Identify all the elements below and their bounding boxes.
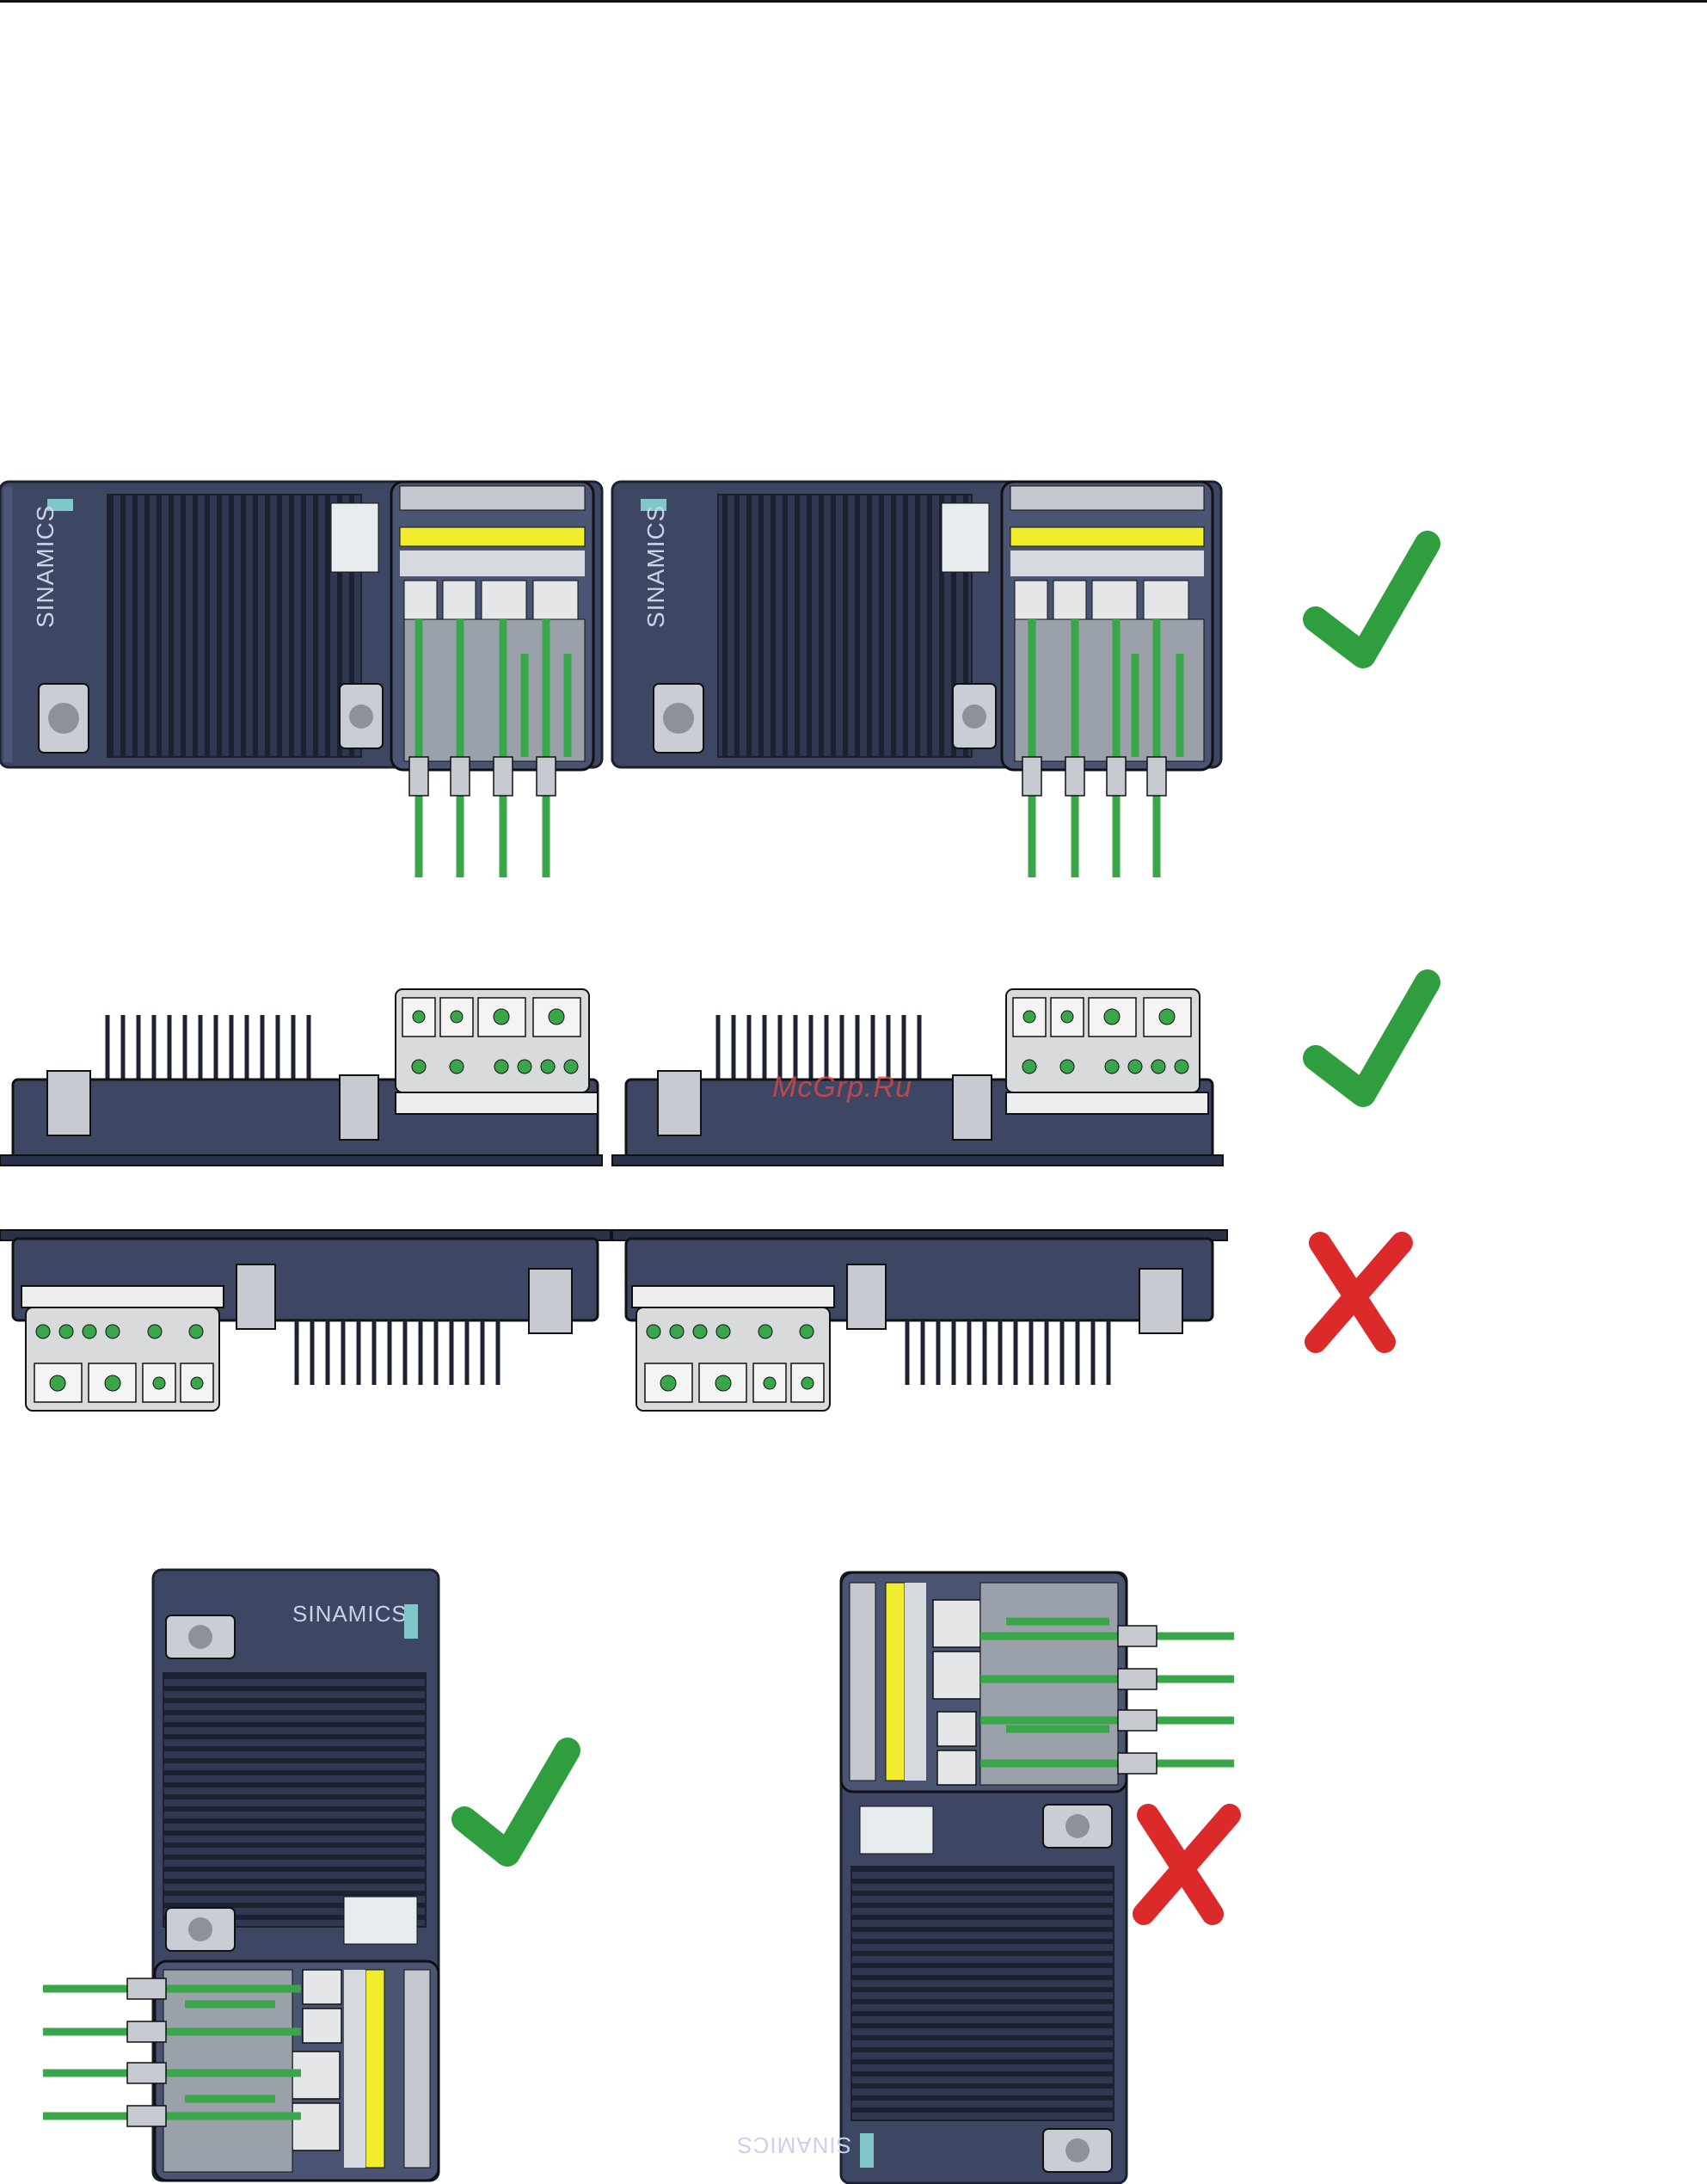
watermark: McGrp.Ru — [772, 1071, 912, 1104]
check-mark-icon — [1316, 544, 1428, 655]
drive-unit-side-down-b — [612, 1230, 1227, 1411]
check-mark-icon — [464, 1750, 568, 1854]
brand-label: SINAMICS — [736, 2132, 851, 2158]
check-mark-icon — [1316, 982, 1428, 1094]
figure-vertical-bottom: SINAMICS — [43, 1570, 439, 2181]
figure-side-down — [0, 1230, 1227, 1411]
figure-front-pair: SINAMICS — [0, 482, 1221, 877]
brand-label: SINAMICS — [292, 1601, 408, 1627]
brand-label: SINAMICS — [642, 505, 669, 628]
cross-mark-icon — [1144, 1815, 1230, 1914]
drive-unit-side-up-a — [0, 989, 602, 1166]
cross-mark-icon — [1316, 1243, 1402, 1342]
figure-vertical-top: SINAMICS — [736, 1572, 1234, 2183]
drive-unit-front-a: SINAMICS — [0, 482, 602, 877]
drive-unit-side-down-a — [0, 1230, 611, 1411]
figure-side-up — [0, 989, 1223, 1166]
drive-unit-side-up-b — [612, 989, 1223, 1166]
drive-unit-front-b: SINAMICS — [612, 482, 1221, 877]
brand-label: SINAMICS — [32, 505, 58, 628]
